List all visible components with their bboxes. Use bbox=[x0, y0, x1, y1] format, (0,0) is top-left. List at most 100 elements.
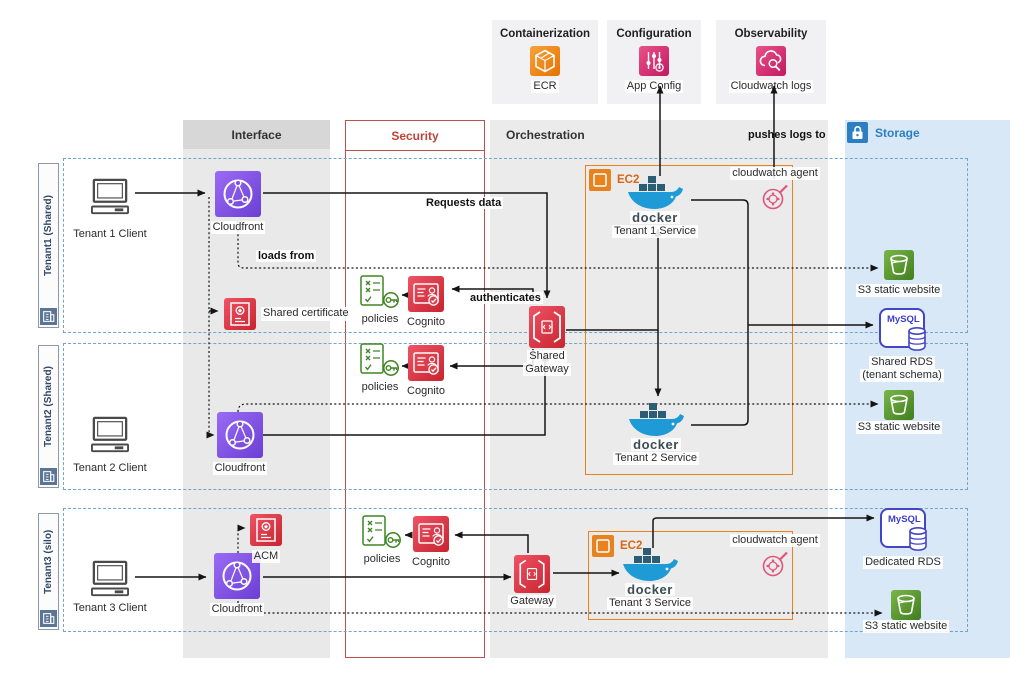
storage-header: Storage bbox=[847, 122, 920, 143]
tenant2-lane-label: Tenant2 (Shared) bbox=[43, 366, 54, 447]
policies-icon bbox=[360, 343, 399, 376]
containerization-group: Containerization ECR bbox=[492, 20, 598, 104]
tenant2-s3: S3 static website bbox=[854, 390, 944, 435]
edge-label-authenticates: authenticates bbox=[468, 292, 543, 304]
tenant1-agent-label: cloudwatch agent bbox=[730, 167, 820, 181]
docker-icon bbox=[629, 403, 684, 436]
cloudwatch-logs-label: Cloudwatch logs bbox=[728, 80, 814, 94]
policies-icon bbox=[360, 275, 399, 308]
tenant3-cloudwatch-agent: cloudwatch agent bbox=[727, 534, 823, 579]
cloudfront-icon bbox=[214, 553, 260, 599]
edge-label-pushes-logs-to: pushes logs to bbox=[748, 129, 826, 141]
tenant3-cognito: Cognito bbox=[401, 516, 461, 570]
configuration-title: Configuration bbox=[616, 28, 692, 40]
cognito-icon bbox=[408, 345, 444, 381]
tenant3-s3: S3 static website bbox=[861, 590, 951, 634]
s3-bucket-icon bbox=[891, 590, 921, 620]
shared-rds: MySQL Shared RDS (tenant schema) bbox=[852, 308, 952, 383]
ecr-icon bbox=[530, 46, 560, 76]
tenant1-cognito: Cognito bbox=[396, 276, 456, 330]
tenant3-gateway-label: Gateway bbox=[508, 595, 556, 609]
configuration-group: Configuration App Config bbox=[607, 20, 701, 104]
cloudwatch-agent-icon bbox=[762, 551, 788, 577]
tenant2-client-label: Tenant 2 Client bbox=[71, 462, 149, 476]
ec2-icon bbox=[592, 535, 614, 557]
containerization-title: Containerization bbox=[499, 28, 591, 40]
mysql-icon: MySQL bbox=[879, 308, 926, 351]
tenant1-cloudfront: Cloudfront bbox=[193, 171, 283, 235]
observability-group: Observability Cloudwatch logs bbox=[716, 20, 826, 104]
tenant2-s3-label: S3 static website bbox=[855, 421, 943, 435]
docker-wordmark: docker bbox=[630, 210, 680, 225]
tenant2-client: Tenant 2 Client bbox=[60, 416, 160, 476]
dedicated-rds-label: Dedicated RDS bbox=[863, 556, 943, 570]
cognito-icon bbox=[413, 516, 449, 552]
tenant3-cognito-label: Cognito bbox=[410, 556, 452, 570]
cloudfront-icon bbox=[215, 171, 261, 217]
tenant2-cloudfront: Cloudfront bbox=[195, 412, 285, 476]
tenant2-cognito: Cognito bbox=[396, 345, 456, 399]
cloudwatch-logs-icon bbox=[756, 46, 786, 76]
tenant3-ec2-tag: EC2 bbox=[592, 535, 642, 557]
tenant1-cloudwatch-agent: cloudwatch agent bbox=[727, 167, 823, 212]
shared-rds-label-line1: Shared RDS bbox=[869, 356, 935, 370]
shared-gateway: Shared Gateway bbox=[512, 306, 582, 377]
tenant3-bar: Tenant3 (silo) bbox=[38, 513, 59, 630]
tenant2-service-label: Tenant 2 Service bbox=[613, 452, 699, 466]
tenant1-building-icon bbox=[40, 308, 57, 325]
tenant3-client-label: Tenant 3 Client bbox=[71, 602, 149, 616]
tenant2-building-icon bbox=[40, 468, 57, 485]
tenant1-service: docker Tenant 1 Service bbox=[605, 176, 705, 239]
dedicated-rds: MySQL Dedicated RDS bbox=[853, 508, 953, 570]
shared-gateway-label-line2: Gateway bbox=[523, 363, 571, 377]
ec2-label: EC2 bbox=[617, 174, 640, 186]
certificate-icon bbox=[250, 514, 282, 546]
shared-gateway-label-line1: Shared bbox=[527, 350, 567, 364]
computer-icon bbox=[91, 178, 129, 215]
app-config-label: App Config bbox=[624, 80, 684, 94]
computer-icon bbox=[91, 560, 129, 597]
tenant3-lane-label: Tenant3 (silo) bbox=[43, 529, 54, 594]
tenant1-client-label: Tenant 1 Client bbox=[71, 228, 149, 242]
tenant2-cognito-label: Cognito bbox=[405, 385, 447, 399]
computer-icon bbox=[91, 416, 129, 453]
shared-ec2-tag: EC2 bbox=[589, 169, 639, 191]
cognito-icon bbox=[408, 276, 444, 312]
tenant1-s3: S3 static website bbox=[854, 250, 944, 298]
tenant3-acm-label: ACM bbox=[251, 550, 281, 564]
tenant1-cognito-label: Cognito bbox=[405, 316, 447, 330]
observability-title: Observability bbox=[734, 28, 808, 40]
tenant1-policies-label: policies bbox=[359, 313, 401, 327]
storage-title: Storage bbox=[875, 125, 920, 140]
mysql-wordmark: MySQL bbox=[887, 314, 920, 325]
tenant3-acm: ACM bbox=[236, 514, 296, 564]
ec2-label: EC2 bbox=[620, 540, 643, 552]
tenant1-lane-label: Tenant1 (Shared) bbox=[43, 195, 54, 276]
shared-certificate-label: Shared certificate bbox=[261, 307, 351, 321]
certificate-icon bbox=[224, 298, 256, 330]
security-title: Security bbox=[391, 128, 439, 143]
docker-wordmark: docker bbox=[625, 582, 675, 597]
tenant1-service-label: Tenant 1 Service bbox=[612, 225, 698, 239]
lock-icon bbox=[847, 122, 868, 143]
policies-icon bbox=[362, 515, 401, 548]
app-config-icon bbox=[639, 46, 669, 76]
shared-certificate: Shared certificate bbox=[224, 298, 351, 330]
tenant1-cloudfront-label: Cloudfront bbox=[210, 221, 266, 235]
docker-icon bbox=[628, 176, 683, 209]
tenant3-policies: policies bbox=[352, 515, 412, 567]
tenant3-policies-label: policies bbox=[361, 553, 403, 567]
tenant3-s3-label: S3 static website bbox=[862, 620, 950, 634]
tenant1-client: Tenant 1 Client bbox=[60, 178, 160, 242]
security-header: Security bbox=[346, 121, 484, 151]
shared-rds-label-line2: (tenant schema) bbox=[860, 369, 944, 383]
tenant2-cloudfront-label: Cloudfront bbox=[212, 462, 268, 476]
tenant1-lane bbox=[63, 158, 968, 333]
ecr-label: ECR bbox=[531, 80, 559, 94]
edge-label-requests-data: Requests data bbox=[424, 197, 504, 209]
interface-header: Interface bbox=[183, 120, 330, 149]
tenant3-service-label: Tenant 3 Service bbox=[607, 597, 693, 611]
gateway-icon bbox=[514, 555, 550, 593]
mysql-icon: MySQL bbox=[880, 508, 927, 551]
